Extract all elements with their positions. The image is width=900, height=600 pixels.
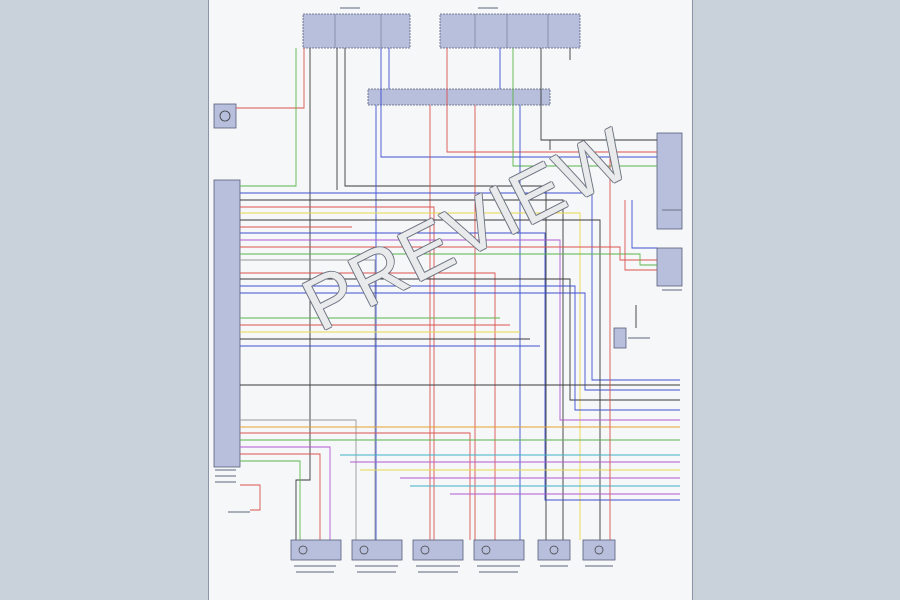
bottom-sensor-5 xyxy=(537,539,571,561)
bottom-motor-1 xyxy=(290,539,342,561)
bottom-motor-4 xyxy=(473,539,525,561)
wire-bundle xyxy=(236,48,680,540)
right-module-upper xyxy=(656,132,683,230)
bottom-motor-3 xyxy=(412,539,464,561)
bottom-motor-2 xyxy=(351,539,403,561)
left-control-module xyxy=(213,179,241,468)
left-switch-component xyxy=(213,103,237,129)
top-fuse-block-right xyxy=(439,13,581,49)
junction-connector-bar xyxy=(367,88,551,106)
illegible-labels xyxy=(215,7,682,573)
right-small-component xyxy=(613,327,627,349)
top-fuse-block-left xyxy=(302,13,411,49)
bottom-sensor-6 xyxy=(582,539,616,561)
right-module-lower xyxy=(656,247,683,287)
